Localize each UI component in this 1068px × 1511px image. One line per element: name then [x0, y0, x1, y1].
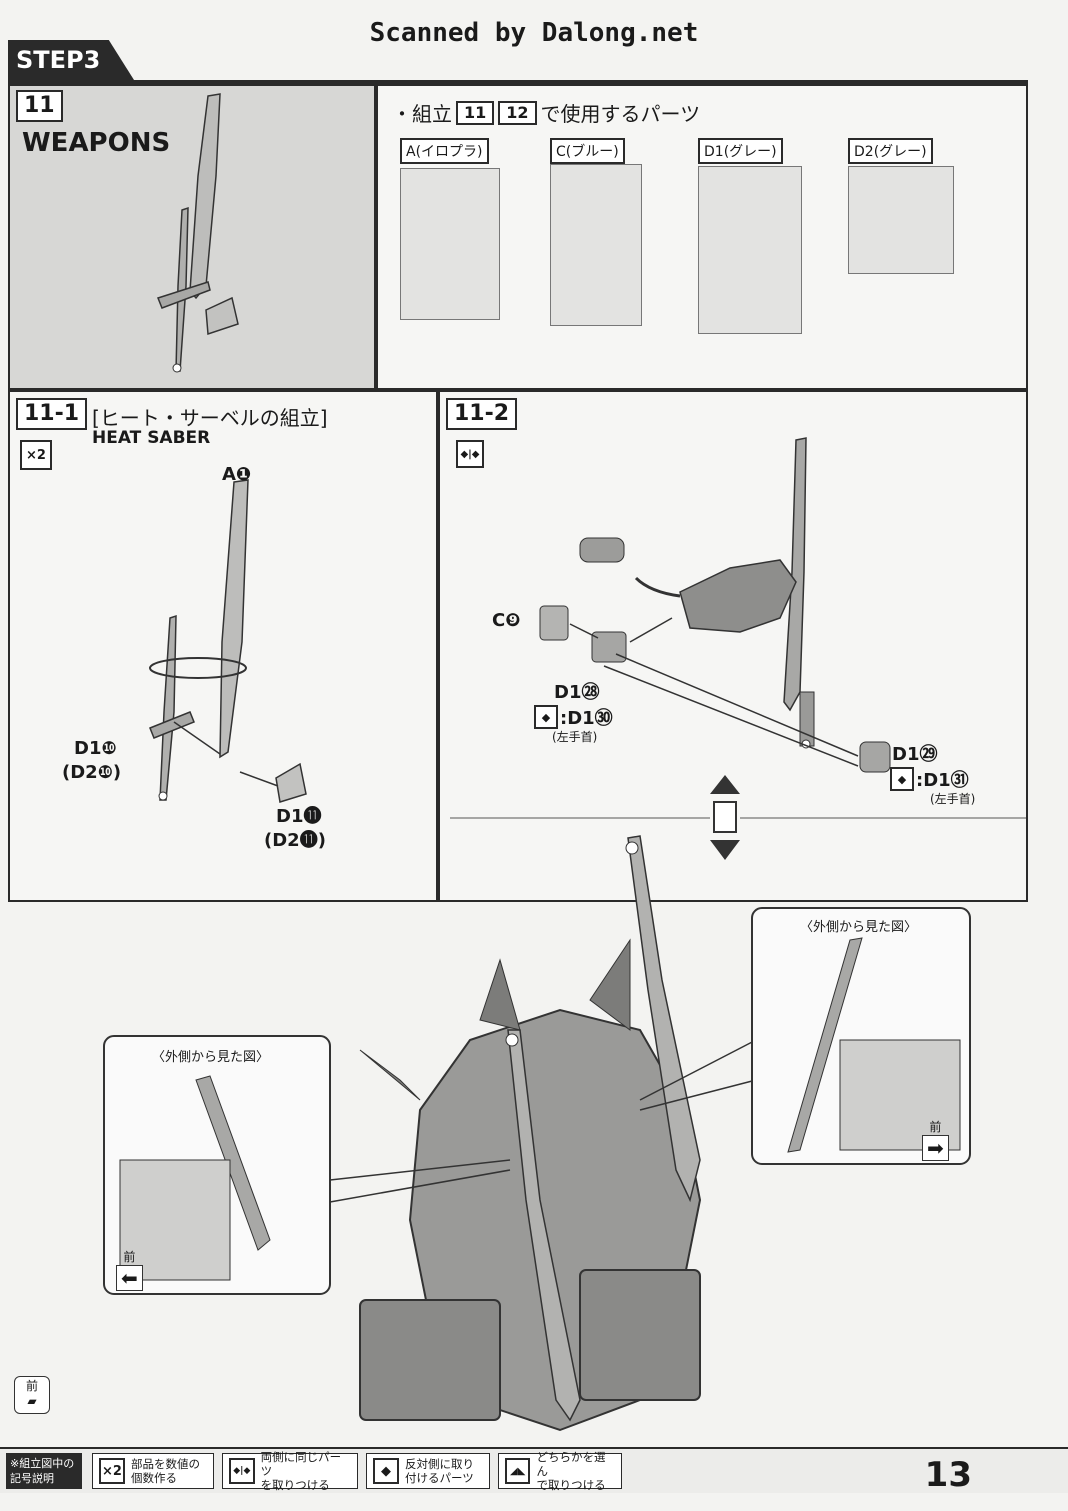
front-label-b: 前 [929, 1120, 942, 1134]
boot-icon: ▰ [27, 1394, 37, 1408]
heat-saber-exploded-illustration [149, 479, 307, 803]
step-number-11-2: 11-2 [446, 398, 518, 430]
left-wrist-label-a: (左手首) [552, 730, 598, 744]
legend-item-both-sides: ◆|◆ 両側に同じパーツを取りつける [222, 1450, 358, 1492]
outside-view-a-caption: 〈外側から見た図〉 [152, 1050, 270, 1065]
legend-multiply-line2: 個数作る [131, 1471, 177, 1485]
part-c9: C❾ [492, 610, 521, 631]
parts-used-suffix: で使用するパーツ [540, 102, 701, 126]
legend-item-multiply: ×2 部品を数値の個数作る [92, 1453, 214, 1489]
step-number-11: 11 [16, 90, 63, 122]
alt-part-d1-31: ◆ :D1㉛ [890, 766, 969, 792]
arrow-left-icon: ⬅ [116, 1265, 143, 1291]
parts-used-panel: ・組立 11 12 で使用するパーツ A(イロプラ) C(ブルー) D1(グレー… [376, 84, 1028, 390]
choose-legend-icon: ◢◣ [505, 1458, 531, 1484]
sprue-c [550, 164, 642, 326]
legend-title-line2: 記号説明 [10, 1472, 54, 1485]
part-d2-10: (D2❿) [62, 762, 122, 783]
front-indicator-a: 前 ⬅ [116, 1248, 143, 1291]
legend-item-opposite: ◆ 反対側に取り付けるパーツ [366, 1453, 490, 1489]
opposite-side-icon: ◆ [534, 705, 558, 729]
front-indicator-c: 前 ▰ [14, 1376, 50, 1414]
step-ref-12: 12 [498, 100, 537, 125]
front-label-a: 前 [123, 1250, 136, 1264]
opposite-side-icon-b: ◆ [890, 767, 914, 791]
part-d1-10: D1❿ [74, 738, 117, 759]
legend-opposite-line2: 付けるパーツ [405, 1471, 474, 1485]
sprue-a [400, 168, 500, 320]
part-d1-30: :D1㉚ [560, 708, 613, 729]
both-sides-icon: ◆|◆ [456, 440, 484, 468]
opposite-legend-icon: ◆ [373, 1458, 399, 1484]
page-number: 13 [924, 1455, 972, 1495]
legend-title: ※組立図中の 記号説明 [6, 1453, 82, 1489]
legend-title-line1: ※組立図中の [10, 1457, 75, 1470]
attach-saber-panel: 11-2 ◆|◆ C❾ D1㉘ ◆ :D1㉚ (左手首) D1㉙ ◆ :D1㉛ … [438, 390, 1028, 902]
legend-item-choose: ◢◣ どちらかを選んで取りつける [498, 1450, 622, 1492]
legend-both-line2: を取りつける [260, 1478, 330, 1492]
front-indicator-b: 前 ➡ [922, 1118, 949, 1161]
weapons-panel: 11 WEAPONS [8, 84, 376, 390]
heat-saber-title-jp: [ヒート・サーベルの組立] [92, 406, 328, 430]
left-wrist-label-b: (左手首) [930, 792, 976, 806]
part-d1-31: :D1㉛ [916, 770, 969, 791]
legend-choose-line1: どちらかを選ん [536, 1450, 606, 1478]
legend-opposite-line1: 反対側に取り [405, 1457, 474, 1471]
step-number-11-1: 11-1 [16, 398, 88, 430]
weapons-overview-illustration [157, 93, 239, 373]
sprue-d2 [848, 166, 954, 274]
legend-choose-line2: で取りつける [536, 1478, 606, 1492]
scan-credit: Scanned by Dalong.net [369, 18, 699, 48]
legend-multiply-line1: 部品を数値の [131, 1457, 200, 1471]
sprue-d2-label: D2(グレー) [848, 138, 933, 164]
sprue-d1 [698, 166, 802, 334]
part-d1-29: D1㉙ [892, 744, 938, 765]
part-d2-11: (D2⓫) [264, 830, 326, 851]
legend-both-line1: 両側に同じパーツ [260, 1450, 342, 1478]
heat-saber-assembly-panel: 11-1 [ヒート・サーベルの組立] HEAT SABER ×2 A❶ D1❿ … [8, 390, 438, 902]
both-sides-legend-icon: ◆|◆ [229, 1458, 255, 1484]
parts-used-heading: ・組立 11 12 で使用するパーツ [392, 98, 700, 127]
multiplier-icon: ×2 [20, 440, 52, 470]
sprue-a-label: A(イロプラ) [400, 138, 489, 164]
arrow-right-icon: ➡ [922, 1135, 949, 1161]
sprue-d1-label: D1(グレー) [698, 138, 783, 164]
sprue-c-label: C(ブルー) [550, 138, 625, 164]
parts-used-prefix: ・組立 [392, 102, 452, 126]
part-d1-11: D1⓫ [276, 806, 322, 827]
part-a1: A❶ [222, 464, 252, 485]
part-d1-28: D1㉘ [554, 682, 600, 703]
heat-saber-title-en: HEAT SABER [92, 428, 211, 448]
alt-part-d1-30: ◆ :D1㉚ [534, 704, 613, 730]
multiply-icon: ×2 [99, 1458, 125, 1484]
front-label-c: 前 [25, 1379, 38, 1393]
step-ref-11: 11 [456, 100, 495, 125]
weapons-title: WEAPONS [22, 128, 171, 158]
outside-view-b-caption: 〈外側から見た図〉 [800, 920, 918, 935]
step-divider [8, 80, 1028, 84]
hand-attach-illustration [450, 437, 1026, 860]
step-tab: STEP3 [8, 40, 134, 80]
symbol-legend-bar: ※組立図中の 記号説明 ×2 部品を数値の個数作る ◆|◆ 両側に同じパーツを取… [0, 1447, 1068, 1493]
